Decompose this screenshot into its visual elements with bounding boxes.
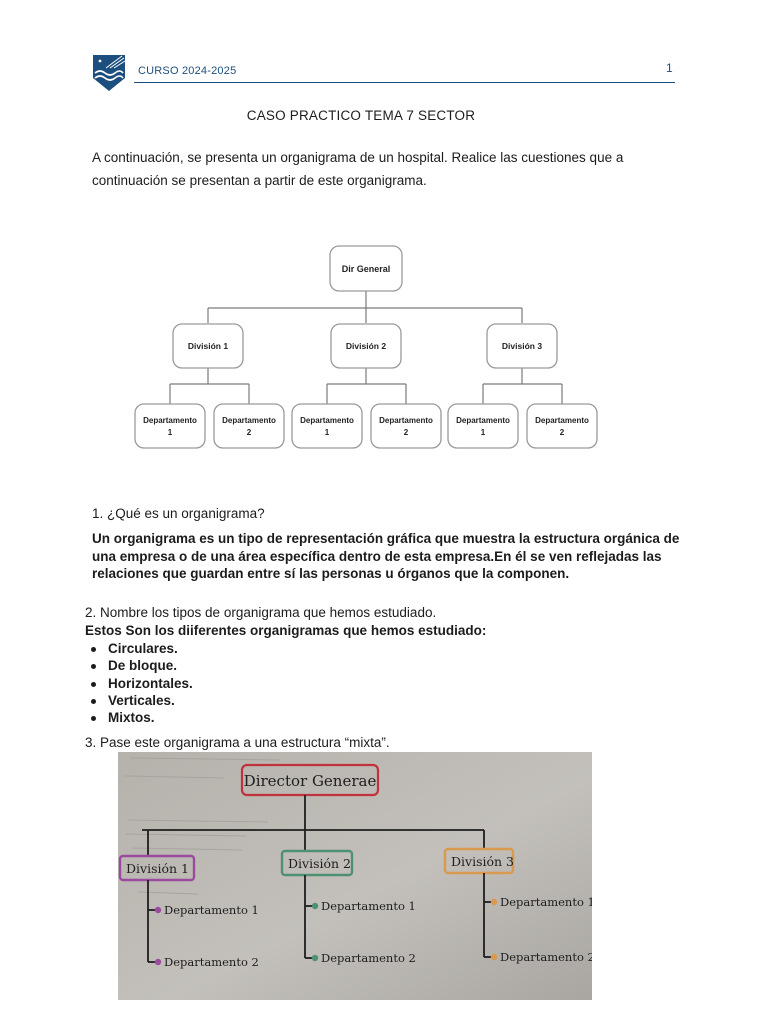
org-box-department bbox=[214, 404, 284, 448]
hand-department-dot bbox=[491, 954, 497, 960]
intro-paragraph: A continuación, se presenta un organigra… bbox=[92, 146, 692, 192]
page-number: 1 bbox=[666, 61, 673, 75]
hand-department-label: Departamento 1 bbox=[500, 895, 592, 909]
answer-1: Un organigrama es un tipo de representac… bbox=[92, 530, 682, 583]
list-item: Mixtos. bbox=[88, 709, 193, 726]
question-2: 2. Nombre los tipos de organigrama que h… bbox=[85, 605, 436, 620]
hand-department-label: Departamento 2 bbox=[500, 950, 592, 964]
org-box-department-number: 1 bbox=[481, 428, 486, 437]
hand-department-dot bbox=[155, 959, 161, 965]
org-box-department bbox=[371, 404, 441, 448]
hand-department-dot bbox=[312, 903, 318, 909]
org-box-department-number: 2 bbox=[247, 428, 252, 437]
hand-department-dot bbox=[155, 907, 161, 913]
org-box-department bbox=[135, 404, 205, 448]
org-box-department-label: Departamento bbox=[456, 416, 510, 425]
question-3: 3. Pase este organigrama a una estructur… bbox=[85, 735, 390, 750]
org-box-department bbox=[448, 404, 518, 448]
hand-department-dot bbox=[312, 955, 318, 961]
hand-department-label: Departamento 1 bbox=[164, 903, 259, 917]
hand-department-label: Departamento 2 bbox=[164, 955, 259, 969]
header-rule bbox=[134, 82, 675, 83]
list-item: Circulares. bbox=[88, 640, 193, 657]
institution-logo bbox=[92, 54, 126, 92]
org-box-department-number: 1 bbox=[168, 428, 173, 437]
org-box-division-label: División 3 bbox=[502, 341, 542, 351]
org-box-division-label: División 2 bbox=[346, 341, 386, 351]
org-box-department-label: Departamento bbox=[535, 416, 589, 425]
organigram-types-list: Circulares. De bloque. Horizontales. Ver… bbox=[88, 640, 193, 726]
hand-department-label: Departamento 1 bbox=[321, 899, 416, 913]
list-item: De bloque. bbox=[88, 657, 193, 674]
hand-division-label: División 1 bbox=[126, 861, 189, 876]
org-box-department-label: Departamento bbox=[222, 416, 276, 425]
hand-department-dot bbox=[491, 899, 497, 905]
org-box-department-number: 2 bbox=[404, 428, 409, 437]
org-box-division-label: División 1 bbox=[188, 341, 228, 351]
org-box-root-label: Dir General bbox=[342, 264, 391, 274]
list-item: Horizontales. bbox=[88, 675, 193, 692]
org-box-department bbox=[292, 404, 362, 448]
org-box-department-label: Departamento bbox=[143, 416, 197, 425]
org-box-department-number: 2 bbox=[560, 428, 565, 437]
question-1: 1. ¿Qué es un organigrama? bbox=[92, 506, 265, 521]
org-box-department-label: Departamento bbox=[379, 416, 433, 425]
hand-root-label: Director Generae bbox=[244, 772, 377, 790]
org-box-department-label: Departamento bbox=[300, 416, 354, 425]
answer-2-intro: Estos Son los diiferentes organigramas q… bbox=[85, 623, 486, 638]
hand-department-label: Departamento 2 bbox=[321, 951, 416, 965]
org-box-department-number: 1 bbox=[325, 428, 330, 437]
org-box-department bbox=[527, 404, 597, 448]
list-item: Verticales. bbox=[88, 692, 193, 709]
course-label: CURSO 2024-2025 bbox=[138, 65, 236, 77]
hand-division-label: División 2 bbox=[288, 856, 351, 871]
document-title: CASO PRACTICO TEMA 7 SECTOR bbox=[0, 108, 722, 123]
hand-division-label: División 3 bbox=[451, 854, 514, 869]
